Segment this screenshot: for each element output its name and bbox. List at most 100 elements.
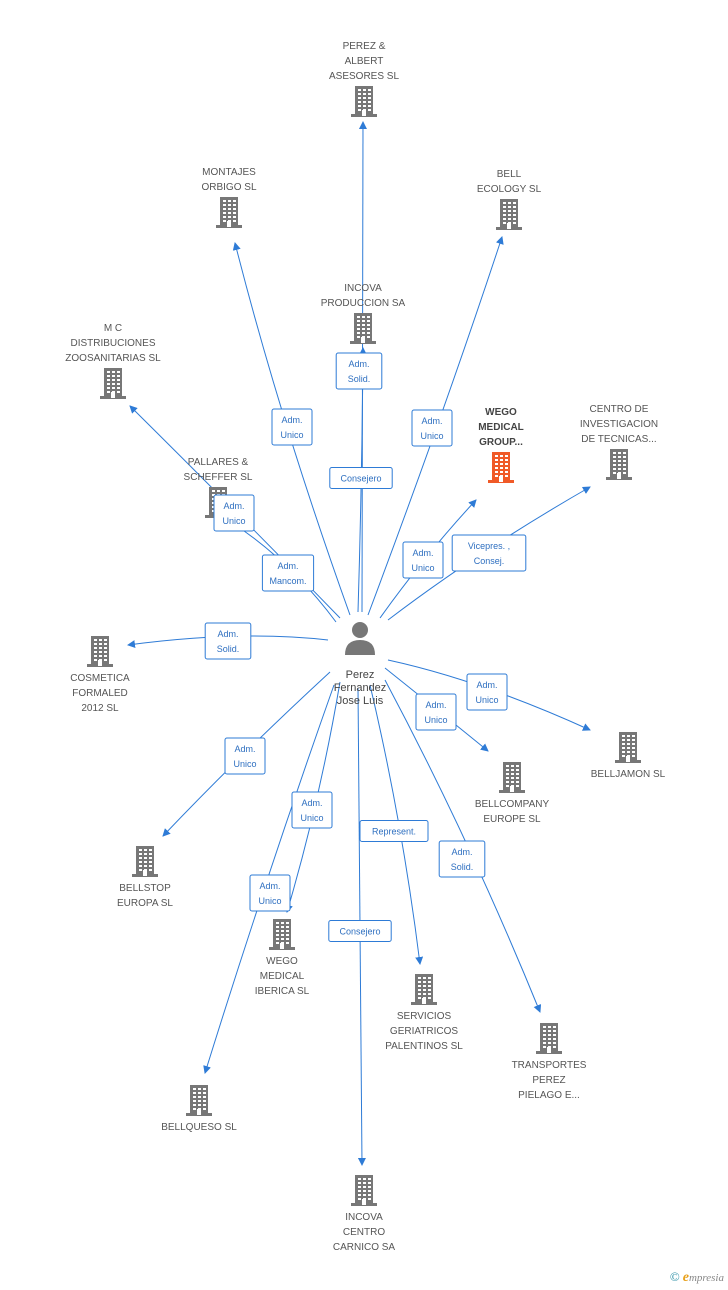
- relation-label-box: [224, 737, 266, 775]
- relation-label[interactable]: Adm.Unico: [466, 673, 508, 711]
- relation-label-text: Unico: [424, 715, 447, 725]
- relation-label[interactable]: Adm.Unico: [411, 409, 453, 447]
- relation-label[interactable]: Consejero: [328, 920, 392, 942]
- building-icon: [269, 919, 295, 950]
- relation-label[interactable]: Adm.Solid.: [204, 622, 252, 660]
- person-name-line: Perez: [346, 669, 375, 681]
- relation-label-text: Adm.: [281, 415, 302, 425]
- person-name-line: Fernandez: [334, 682, 387, 694]
- company-node-bellcompany-europe[interactable]: BELLCOMPANY EUROPE SL: [475, 762, 550, 825]
- company-label: PEREZ &: [343, 41, 386, 52]
- company-node-centro-investigacion[interactable]: CENTRO DE INVESTIGACION DE TECNICAS...: [580, 404, 658, 480]
- relation-label-text: Solid.: [348, 374, 371, 384]
- relation-label-text: Consejero: [339, 927, 380, 937]
- building-icon: [186, 1085, 212, 1116]
- company-node-bellqueso[interactable]: BELLQUESO SL: [161, 1085, 237, 1133]
- building-icon: [351, 1175, 377, 1206]
- company-node-bellstop-europa[interactable]: BELLSTOP EUROPA SL: [117, 846, 173, 909]
- company-label: BELLCOMPANY: [475, 799, 550, 810]
- relation-label-text: Mancom.: [269, 576, 306, 586]
- company-node-perez-albert[interactable]: PEREZ & ALBERT ASESORES SL: [329, 41, 399, 117]
- company-label: MEDICAL: [260, 971, 305, 982]
- building-icon: [496, 199, 522, 230]
- relation-label-text: Unico: [300, 813, 323, 823]
- company-label: ALBERT: [345, 56, 384, 67]
- company-label: PRODUCCION SA: [321, 298, 406, 309]
- relation-label-text: Vicepres. ,: [468, 541, 510, 551]
- company-label: TRANSPORTES: [512, 1060, 587, 1071]
- building-icon: [606, 449, 632, 480]
- relation-label[interactable]: Adm.Solid.: [438, 840, 486, 878]
- relation-label-text: Unico: [411, 563, 434, 573]
- building-icon: [488, 452, 514, 483]
- company-label: ORBIGO SL: [201, 182, 256, 193]
- relation-label-text: Adm.: [259, 881, 280, 891]
- company-node-cosmetica-formaled[interactable]: COSMETICA FORMALED 2012 SL: [70, 636, 130, 714]
- company-label: INVESTIGACION: [580, 419, 658, 430]
- company-node-belljamon[interactable]: BELLJAMON SL: [591, 732, 666, 780]
- relation-label[interactable]: Adm.Unico: [271, 408, 313, 446]
- relation-label[interactable]: Adm.Unico: [402, 541, 444, 579]
- relation-label-text: Consejero: [340, 474, 381, 484]
- company-label: COSMETICA: [70, 673, 130, 684]
- company-label: FORMALED: [72, 688, 128, 699]
- company-label: BELLSTOP: [119, 883, 171, 894]
- relation-label-text: Adm.: [217, 629, 238, 639]
- company-label: EUROPA SL: [117, 898, 173, 909]
- company-label: 2012 SL: [81, 703, 119, 714]
- company-label: BELLJAMON SL: [591, 769, 666, 780]
- company-label: CENTRO DE: [590, 404, 649, 415]
- relation-label[interactable]: Consejero: [329, 467, 393, 489]
- relation-label-box: [451, 534, 527, 572]
- company-label: ASESORES SL: [329, 71, 399, 82]
- relation-label[interactable]: Adm.Unico: [224, 737, 266, 775]
- company-label: ZOOSANITARIAS SL: [65, 353, 161, 364]
- relation-label[interactable]: Represent.: [359, 820, 429, 842]
- company-label: DE TECNICAS...: [581, 434, 656, 445]
- company-label: INCOVA: [345, 1212, 383, 1223]
- relation-label-box: [335, 352, 383, 390]
- relation-label-box: [249, 874, 291, 912]
- brand-name: mpresia: [688, 1272, 724, 1284]
- relation-label-box: [213, 494, 255, 532]
- building-icon: [87, 636, 113, 667]
- relation-label[interactable]: Adm.Unico: [213, 494, 255, 532]
- relation-label[interactable]: Vicepres. , Consej.: [451, 534, 527, 572]
- company-label: GROUP...: [479, 437, 523, 448]
- company-label: PALENTINOS SL: [385, 1041, 463, 1052]
- relation-label[interactable]: Adm.Unico: [415, 693, 457, 731]
- brand-initial: e: [682, 1270, 689, 1285]
- company-label: EUROPE SL: [483, 814, 541, 825]
- relation-label[interactable]: Adm. Unico: [291, 791, 333, 829]
- relation-label-box: [402, 541, 444, 579]
- building-icon: [499, 762, 525, 793]
- relation-label[interactable]: Adm.Unico: [249, 874, 291, 912]
- company-label: PALLARES &: [188, 457, 249, 468]
- relation-label-text: Solid.: [451, 862, 474, 872]
- relation-label-box: [415, 693, 457, 731]
- relation-label-box: [411, 409, 453, 447]
- company-node-wego-medical-group[interactable]: WEGOMEDICALGROUP...: [478, 407, 524, 483]
- company-label: WEGO: [266, 956, 298, 967]
- building-icon: [132, 846, 158, 877]
- building-icon: [351, 86, 377, 117]
- footer-brand[interactable]: ©empresia: [670, 1269, 724, 1286]
- relation-labels-layer: ConsejeroAdm.Solid.Adm.UnicoAdm.UnicoAdm…: [204, 352, 527, 942]
- relation-label-text: Consej.: [474, 556, 505, 566]
- relation-label[interactable]: Adm.Mancom.: [261, 554, 315, 592]
- relation-label-text: Adm.: [301, 798, 322, 808]
- relation-label-box: [438, 840, 486, 878]
- company-label: PEREZ: [532, 1075, 565, 1086]
- relation-label[interactable]: Adm.Solid.: [335, 352, 383, 390]
- relation-label-text: Adm.: [476, 680, 497, 690]
